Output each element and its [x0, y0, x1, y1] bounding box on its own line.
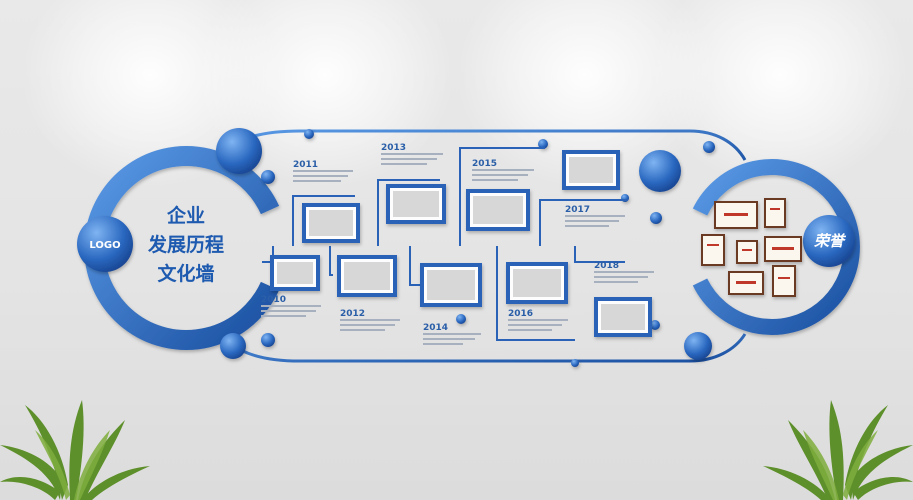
title-line-3: 文化墙 — [157, 262, 214, 285]
plant-left — [0, 400, 150, 500]
certificate — [736, 240, 758, 264]
certificate — [764, 198, 786, 228]
spotlight-right — [650, 0, 910, 190]
milestone-year-2011: 2011 — [293, 160, 318, 170]
certificate — [772, 265, 796, 297]
honor-certificates — [701, 198, 802, 297]
milestone-year-2013: 2013 — [381, 143, 406, 153]
decor-balls — [216, 128, 715, 367]
milestone-years: 2010 2011 2012 2013 2014 2015 2016 2017 … — [261, 143, 619, 333]
certificate — [728, 271, 764, 295]
title-line-1: 企业 — [166, 204, 205, 227]
certificate — [714, 201, 758, 229]
photo-frames — [270, 150, 652, 337]
milestone-text-lines — [261, 153, 654, 345]
logo-label: LOGO — [89, 240, 120, 251]
wall-title: 企业 发展历程 文化墙 — [147, 204, 224, 285]
honor-badge: 荣誉 — [803, 215, 855, 267]
certificate — [701, 234, 725, 266]
milestone-year-2017: 2017 — [565, 205, 590, 215]
milestone-year-2018: 2018 — [594, 261, 619, 271]
plant-right — [763, 400, 913, 500]
honor-label: 荣誉 — [814, 232, 847, 250]
milestone-year-2014: 2014 — [423, 323, 448, 333]
logo-badge: LOGO — [77, 216, 133, 272]
milestone-year-2015: 2015 — [472, 159, 497, 169]
certificate — [764, 236, 802, 262]
timeline-connectors — [262, 147, 628, 341]
milestone-year-2010: 2010 — [261, 295, 286, 305]
milestone-year-2012: 2012 — [340, 309, 365, 319]
milestone-year-2016: 2016 — [508, 309, 533, 319]
title-line-2: 发展历程 — [147, 233, 224, 256]
